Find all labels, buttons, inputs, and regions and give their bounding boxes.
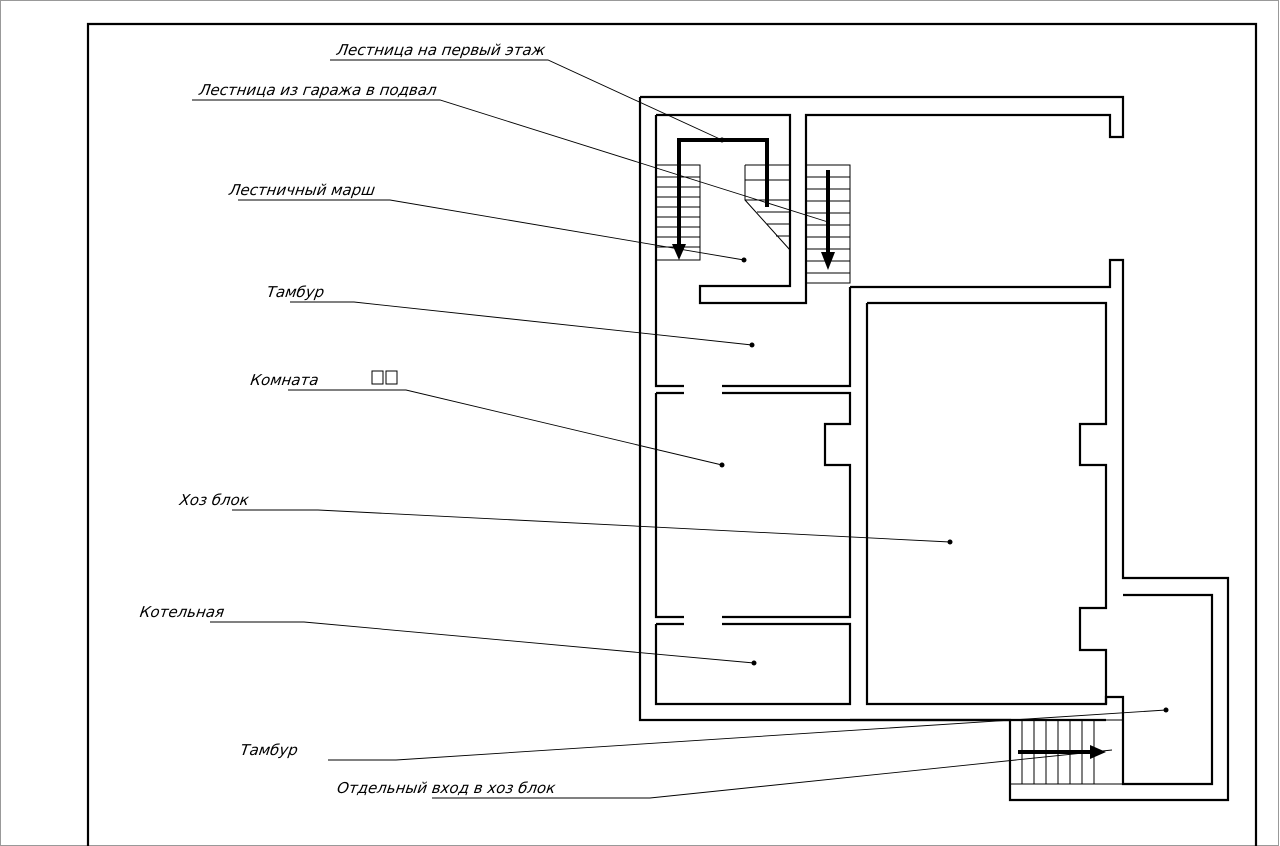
label-utility-block: Хоз блок [177,491,250,509]
label-vestibule-2: Тамбур [239,741,299,759]
label-stairs-garage-basement: Лестница из гаража в подвал [197,81,438,99]
room-number-box-1 [371,370,384,385]
label-stair-flight: Лестничный марш [227,181,376,199]
label-boiler-room: Котельная [139,603,226,621]
label-room: Комната [249,371,320,389]
label-stairs-first-floor: Лестница на первый этаж [335,41,547,59]
label-vestibule-1: Тамбур [266,283,326,301]
drawing-frame [86,22,1258,846]
leader-dots [719,137,1169,713]
label-room-group: Комната [249,370,398,389]
label-separate-entrance: Отдельный вход в хоз блок [336,779,557,797]
stair-entrance [1009,719,1124,785]
stair-left [655,138,791,261]
stair-right [805,164,851,284]
room-number-box-2 [385,370,398,385]
leader-lines [192,59,1167,799]
outer-walls [638,95,1230,802]
